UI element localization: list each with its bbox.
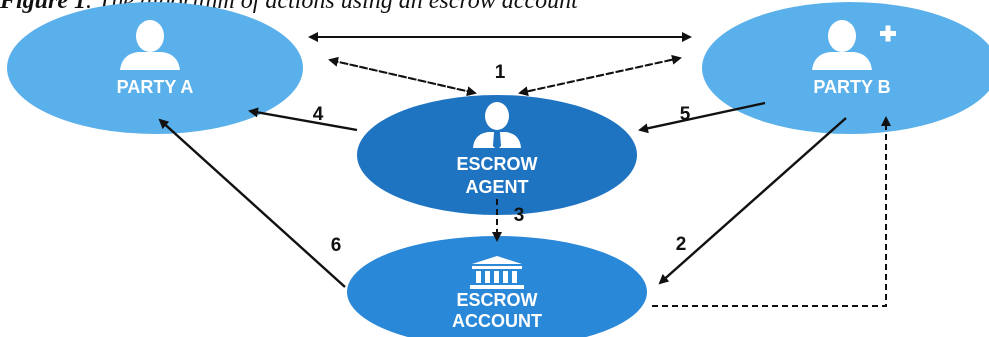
party-b-node: PARTY B (702, 2, 989, 134)
escrow-account-label-line2: ACCOUNT (452, 311, 542, 331)
businessman-icon (473, 102, 521, 150)
arrow-account-to-party-b (652, 116, 891, 307)
step-4-connector: 4 (248, 104, 358, 132)
escrow-account-label-line1: ESCROW (457, 290, 538, 310)
bank-icon (470, 256, 524, 289)
step-2-label: 2 (676, 234, 687, 255)
arrow-agent-to-party-a (248, 107, 358, 132)
escrow-agent-label-line1: ESCROW (457, 154, 538, 174)
escrow-agent-node: ESCROW AGENT (357, 95, 637, 215)
arrow-agent-to-a (328, 56, 476, 94)
arrow-account-to-party-a (158, 118, 346, 288)
step-3-connector: 3 (492, 199, 525, 242)
escrow-agent-circle (357, 95, 637, 215)
account-to-party-b-connector (652, 116, 891, 307)
step-2-connector: 2 (658, 117, 847, 285)
step-5-connector: 5 (638, 101, 766, 134)
person-icon (120, 20, 180, 70)
arrow-agent-to-b (519, 54, 682, 94)
person-add-icon (812, 20, 896, 70)
party-a-label: PARTY A (117, 77, 194, 97)
step-6-connector: 6 (158, 118, 346, 288)
arrow-party-b-to-agent (638, 101, 766, 134)
party-b-label: PARTY B (813, 77, 890, 97)
escrow-account-node: ESCROW ACCOUNT (347, 236, 647, 337)
party-a-node: PARTY A (7, 2, 303, 134)
step-1-label: 1 (495, 62, 506, 83)
arrow-party-b-to-account (658, 117, 847, 285)
figure-label: Figure 1 (0, 0, 87, 14)
step-4-label: 4 (313, 104, 324, 125)
step-5-label: 5 (680, 104, 691, 125)
step-1-connectors: 1 (308, 32, 692, 97)
step-3-label: 3 (514, 205, 525, 226)
step-6-label: 6 (331, 235, 342, 256)
escrow-agent-label-line2: AGENT (466, 177, 529, 197)
